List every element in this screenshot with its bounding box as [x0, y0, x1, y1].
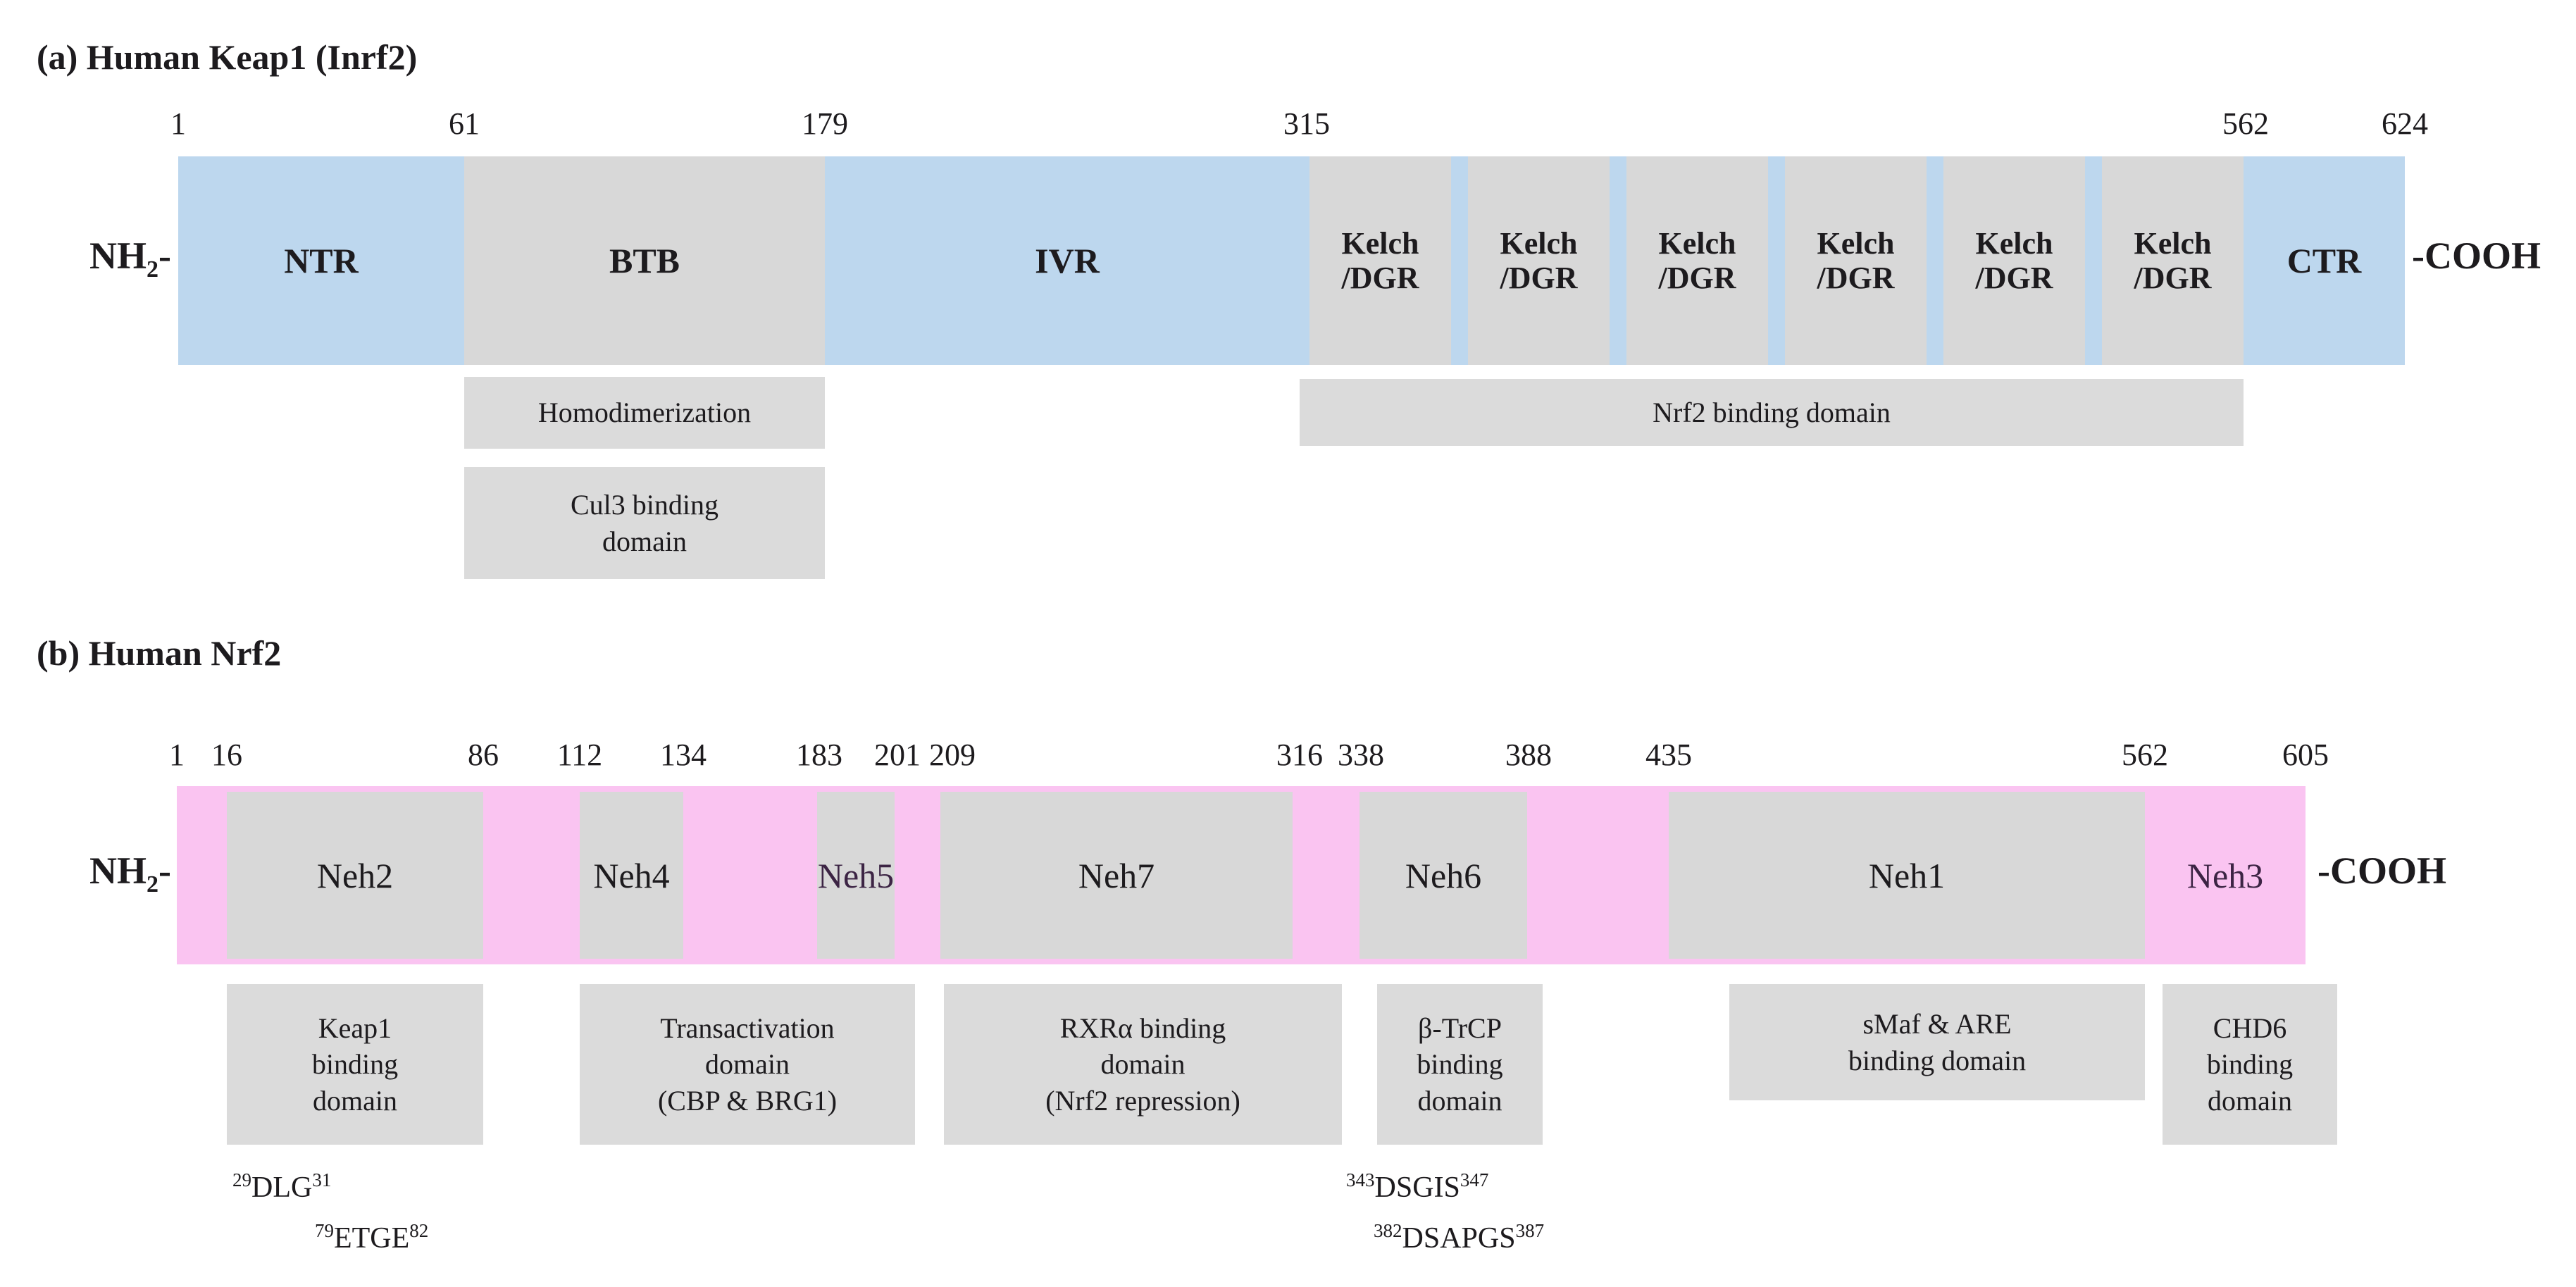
domain-label: BTB	[609, 241, 680, 280]
annotation-box-homodimerization: Homodimerization	[464, 377, 825, 449]
domain-label: Kelch/DGR	[1975, 225, 2053, 295]
domain-segment-Neh1: Neh1	[1669, 792, 2145, 959]
domain-segment-KelchDGR: Kelch/DGR	[1309, 156, 1451, 365]
residue-tick-86: 86	[468, 738, 499, 772]
residue-tick-1: 1	[170, 106, 186, 141]
domain-label: Kelch/DGR	[1817, 225, 1895, 295]
domain-label: Neh6	[1405, 855, 1482, 895]
domain-segment-Neh6: Neh6	[1359, 792, 1527, 959]
panel-a-title: (a) Human Keap1 (Inrf2)	[37, 37, 418, 77]
domain-label: Kelch/DGR	[1500, 225, 1578, 295]
residue-tick-134: 134	[660, 738, 707, 772]
residue-tick-316: 316	[1276, 738, 1323, 772]
residue-tick-201: 201	[874, 738, 921, 772]
residue-tick-61: 61	[449, 106, 480, 141]
domain-label: Neh4	[593, 855, 670, 895]
domain-label: Neh3	[2186, 855, 2264, 895]
domain-segment-KelchDGR: Kelch/DGR	[1785, 156, 1927, 365]
domain-label: Neh5	[817, 855, 895, 895]
annotation-box-nrf2-binding-domain: Nrf2 binding domain	[1300, 379, 2244, 446]
residue-tick-209: 209	[929, 738, 976, 772]
residue-tick-338: 338	[1338, 738, 1384, 772]
domain-segment-KelchDGR: Kelch/DGR	[1943, 156, 2085, 365]
domain-segment-KelchDGR: Kelch/DGR	[1468, 156, 1610, 365]
residue-tick-624: 624	[2382, 106, 2428, 141]
residue-tick-1: 1	[169, 738, 185, 772]
domain-segment-IVR: IVR	[825, 156, 1309, 365]
domain-segment-NTR: NTR	[178, 156, 464, 365]
domain-segment-Neh2: Neh2	[227, 792, 483, 959]
n-terminus-label: NH2-	[89, 850, 171, 897]
panel-b-title: (b) Human Nrf2	[37, 633, 282, 673]
domain-label: Kelch/DGR	[1341, 225, 1419, 295]
annotation-text: Homodimerization	[537, 397, 752, 429]
domain-label: Kelch/DGR	[1658, 225, 1736, 295]
residue-tick-315: 315	[1283, 106, 1330, 141]
residue-tick-16: 16	[211, 738, 242, 772]
residue-tick-562: 562	[2122, 738, 2168, 772]
c-terminus-label: -COOH	[2317, 850, 2446, 892]
residue-tick-388: 388	[1505, 738, 1552, 772]
c-terminus-label: -COOH	[2412, 235, 2541, 277]
domain-label: Neh2	[316, 855, 394, 895]
residue-tick-179: 179	[802, 106, 848, 141]
n-terminus-label: NH2-	[89, 235, 171, 282]
residue-tick-562: 562	[2222, 106, 2269, 141]
domain-segment-CTR: CTR	[2244, 156, 2405, 365]
residue-tick-605: 605	[2282, 738, 2329, 772]
motif-dsapgs: 382DSAPGS387	[1374, 1220, 1545, 1255]
annotation-text: Nrf2 binding domain	[1653, 396, 1891, 428]
motif-dlg: 29DLG31	[232, 1169, 332, 1204]
residue-tick-183: 183	[796, 738, 842, 772]
domain-segment-KelchDGR: Kelch/DGR	[1626, 156, 1768, 365]
domain-segment-Neh4: Neh4	[580, 792, 683, 959]
domain-label: Neh7	[1078, 855, 1155, 895]
domain-label: NTR	[284, 241, 359, 280]
motif-dsgis: 343DSGIS347	[1346, 1169, 1489, 1204]
domain-label: Neh1	[1868, 855, 1946, 895]
domain-label: CTR	[2286, 241, 2362, 280]
domain-label: IVR	[1035, 241, 1100, 280]
domain-segment-Neh5: Neh5	[817, 792, 895, 959]
domain-segment-Neh7: Neh7	[940, 792, 1293, 959]
domain-label: Kelch/DGR	[2134, 225, 2212, 295]
domain-segment-KelchDGR: Kelch/DGR	[2102, 156, 2244, 365]
domain-segment-Neh3: Neh3	[2145, 786, 2306, 964]
motif-etge: 79ETGE82	[315, 1220, 429, 1255]
domain-segment-BTB: BTB	[464, 156, 825, 365]
residue-tick-435: 435	[1645, 738, 1692, 772]
residue-tick-112: 112	[556, 738, 603, 772]
